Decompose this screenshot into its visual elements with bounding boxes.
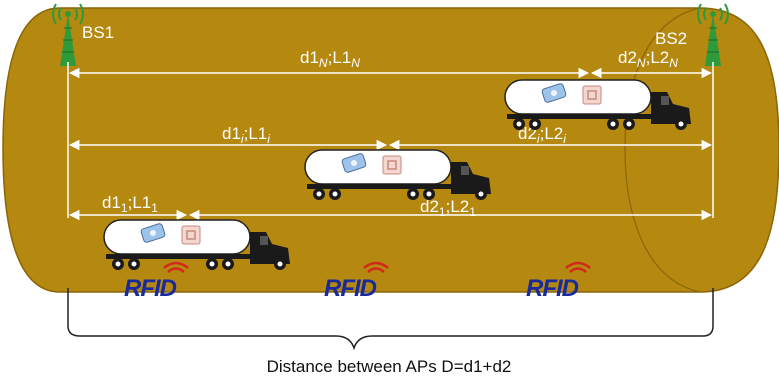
anchor-point-i: RFID Anchor point i [324,261,397,335]
rfid-logo: RFID [124,275,177,302]
distance-row-1: d11;L11 d21;L21 [68,193,713,221]
distance-row-n: d1N;L1N d2N;L2N [68,48,713,79]
base-station-right-label: BS2 [655,29,687,48]
anchor-point-n: RFID Anchor point N [526,261,598,335]
anchor-label-line2: point N [543,316,598,335]
d1-n-label: d1N;L1N [300,48,360,70]
d2-1-label: d21;L21 [420,197,476,219]
d1-1-label: d11;L11 [102,193,158,215]
distance-caption: Distance between APs D=d1+d2 [267,357,512,376]
rfid-logo: RFID [526,275,579,302]
distance-brace [67,288,714,351]
anchor-point-1: RFID Anchor point 1 [124,261,195,335]
anchor-label-line1: Anchor [543,296,597,315]
rfid-logo: RFID [324,275,377,302]
anchor-label-line2: point i [347,316,394,335]
rfid-waves-icon [163,261,189,273]
anchor-label-line1: Anchor [343,296,397,315]
d2-n-label: d2N;L2N [618,48,678,70]
rfid-waves-icon [363,261,389,273]
d2-i-label: d2i;L2i [518,124,566,146]
base-station-left-label: BS1 [82,23,114,42]
rfid-waves-icon [565,261,591,273]
anchor-label-line2: point 1 [142,316,193,335]
distance-row-i: d1i;L1i d2i;L2i [68,124,713,151]
anchor-label-line1: Anchor [141,296,195,315]
d1-i-label: d1i;L1i [222,124,270,146]
